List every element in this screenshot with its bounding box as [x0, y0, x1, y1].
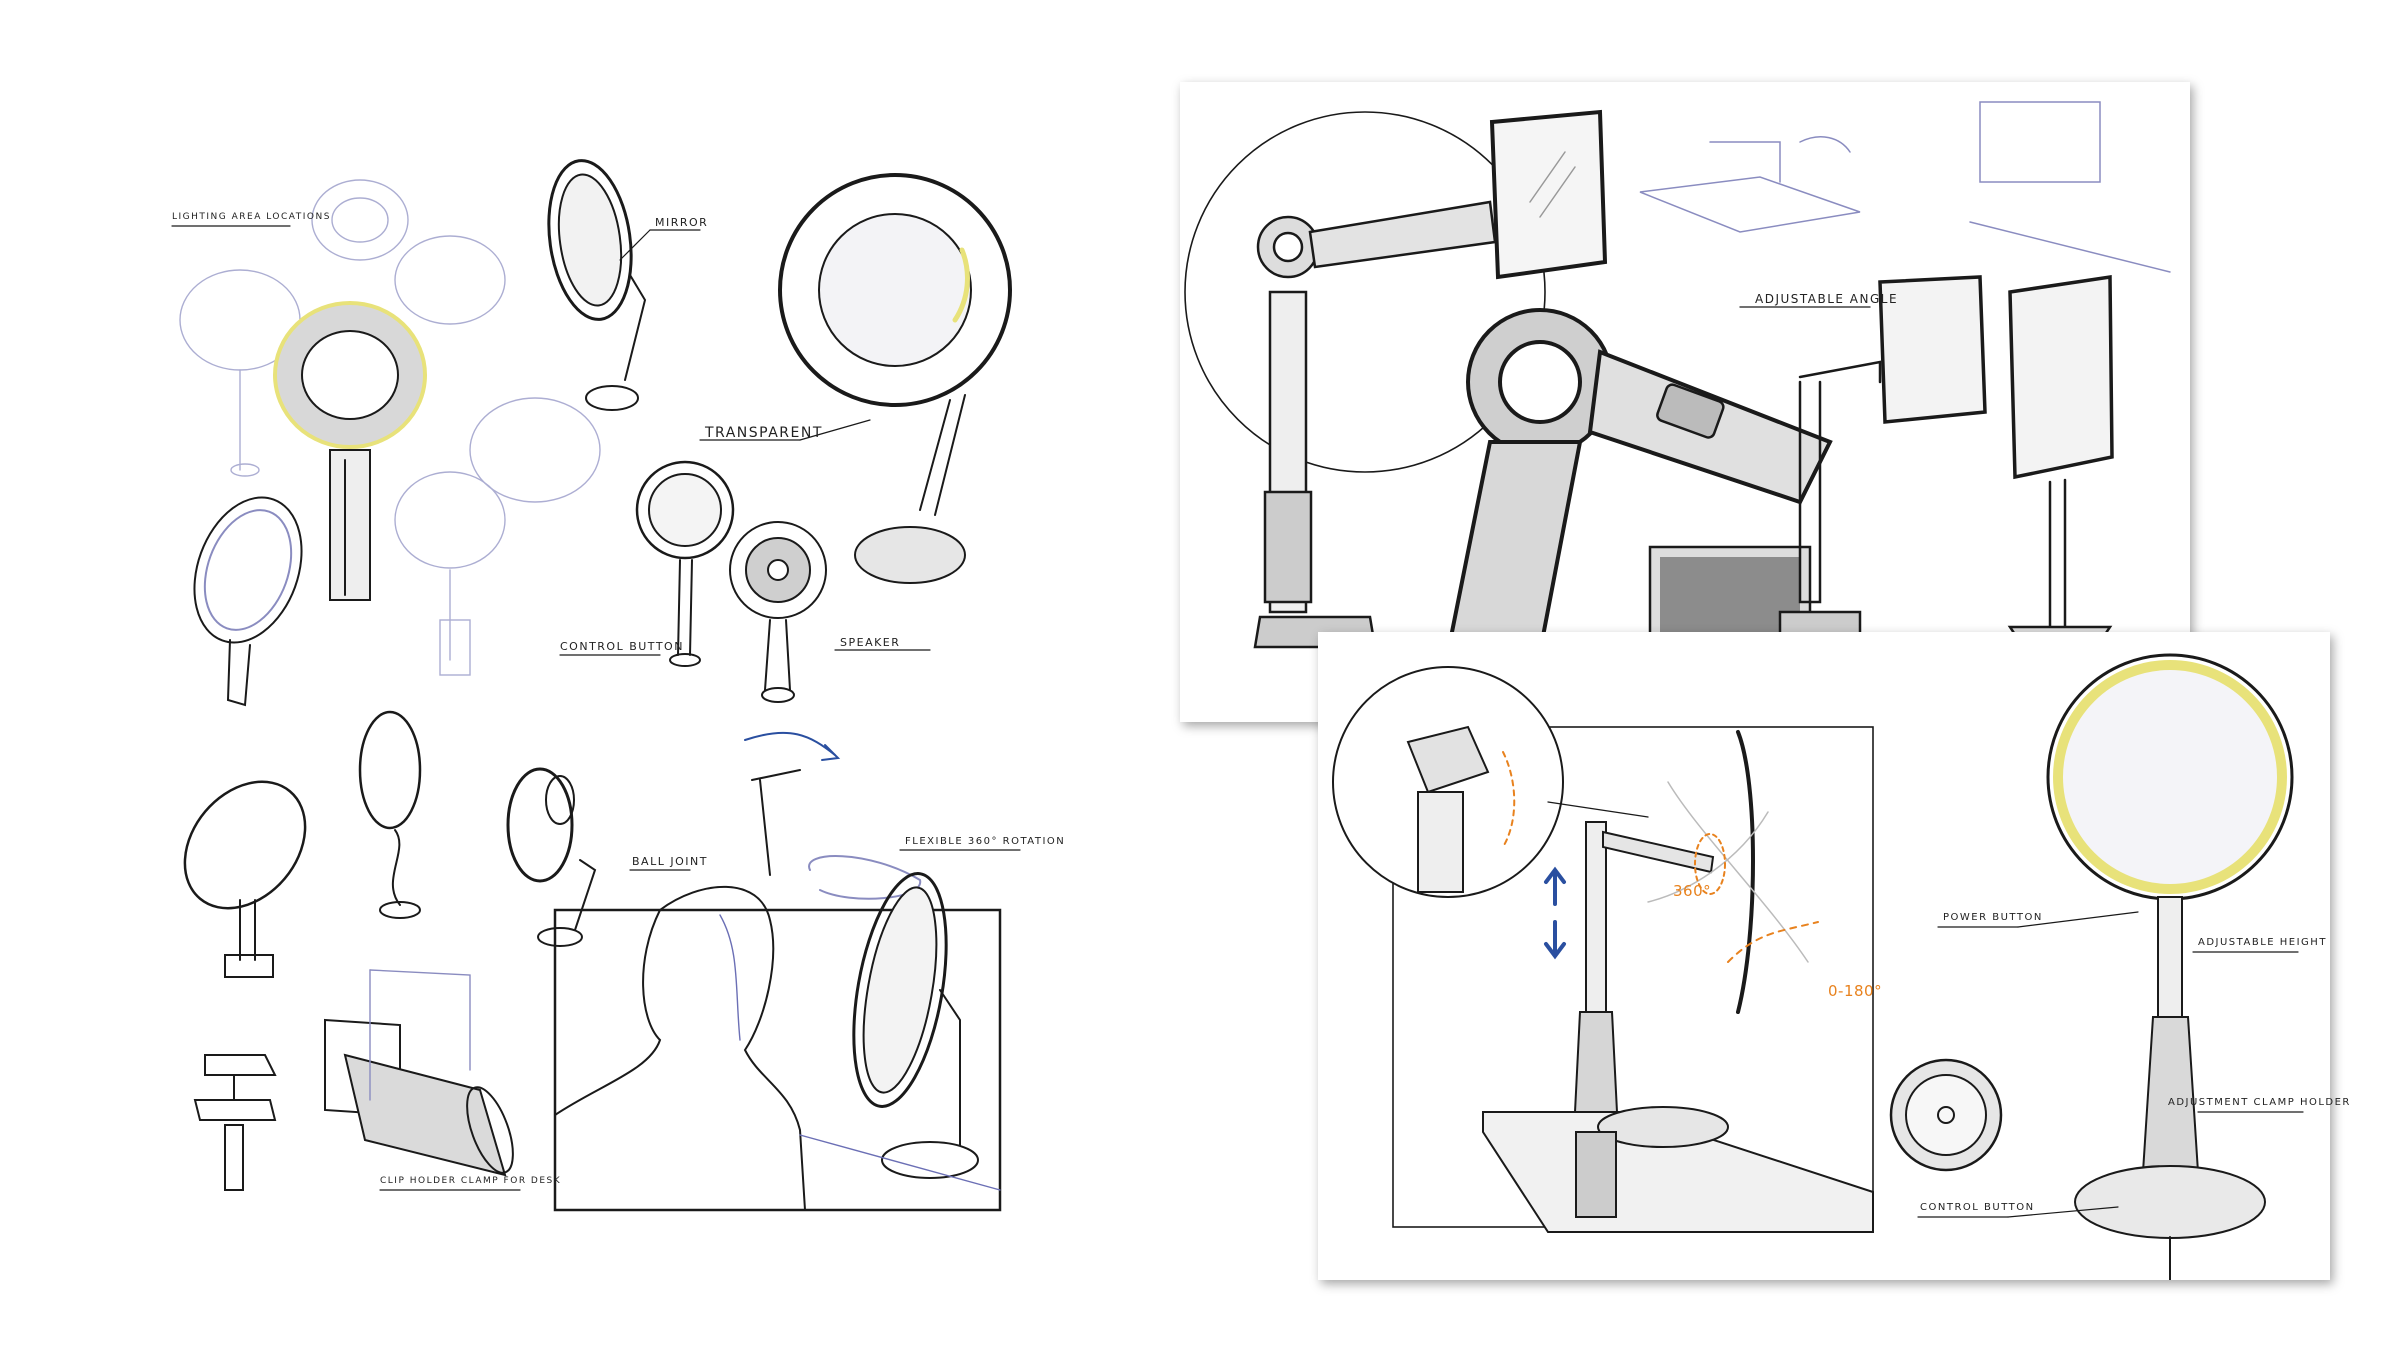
panel-top-illustration	[1184, 101, 2171, 722]
label-clip-clamp: Clip holder clamp for desk	[380, 1176, 562, 1186]
clip-clamp-sketch	[324, 969, 514, 1177]
label-control-button-right: Control button	[1920, 1202, 2035, 1213]
tilted-mirror-sketch	[193, 496, 303, 707]
label-adjustable-angle: Adjustable angle	[1755, 292, 1899, 306]
label-lighting-area: Lighting area locations	[172, 212, 331, 222]
handheld-mirror-sketch	[273, 301, 427, 601]
small-round-mirrors	[635, 460, 827, 703]
left-sketch-sheet	[171, 159, 1021, 1212]
round-mirror-sketch	[778, 173, 1012, 584]
leader-lines	[171, 225, 1021, 1191]
panel-mirror-specs: 360° 0-180° Power button Adjustable heig…	[1318, 632, 2349, 1280]
panel-adjustable-angle: Adjustable angle	[1180, 82, 2190, 722]
label-transparent: Transparent	[705, 425, 823, 441]
label-power-button: Power button	[1943, 912, 2043, 923]
label-mirror: Mirror	[655, 216, 709, 229]
label-flexible-rotation: Flexible 360° rotation	[905, 836, 1066, 847]
rotation-stand-sketch	[744, 731, 922, 900]
label-speaker: Speaker	[840, 636, 901, 649]
panel-bottom-illustration	[1332, 653, 2304, 1280]
bottom-row-sketches	[183, 710, 597, 1191]
label-control-button-left: Control button	[560, 640, 684, 653]
label-clamp-holder: Adjustment clamp holder	[2168, 1097, 2351, 1108]
person-scene	[553, 872, 1002, 1212]
label-rotation-0-180: 0-180°	[1828, 982, 1883, 1000]
label-ball-joint: Ball joint	[632, 855, 708, 868]
oval-mirror-sketch	[547, 159, 647, 411]
label-adjustable-height: Adjustable height	[2198, 937, 2327, 948]
label-rotation-360: 360°	[1673, 882, 1712, 900]
